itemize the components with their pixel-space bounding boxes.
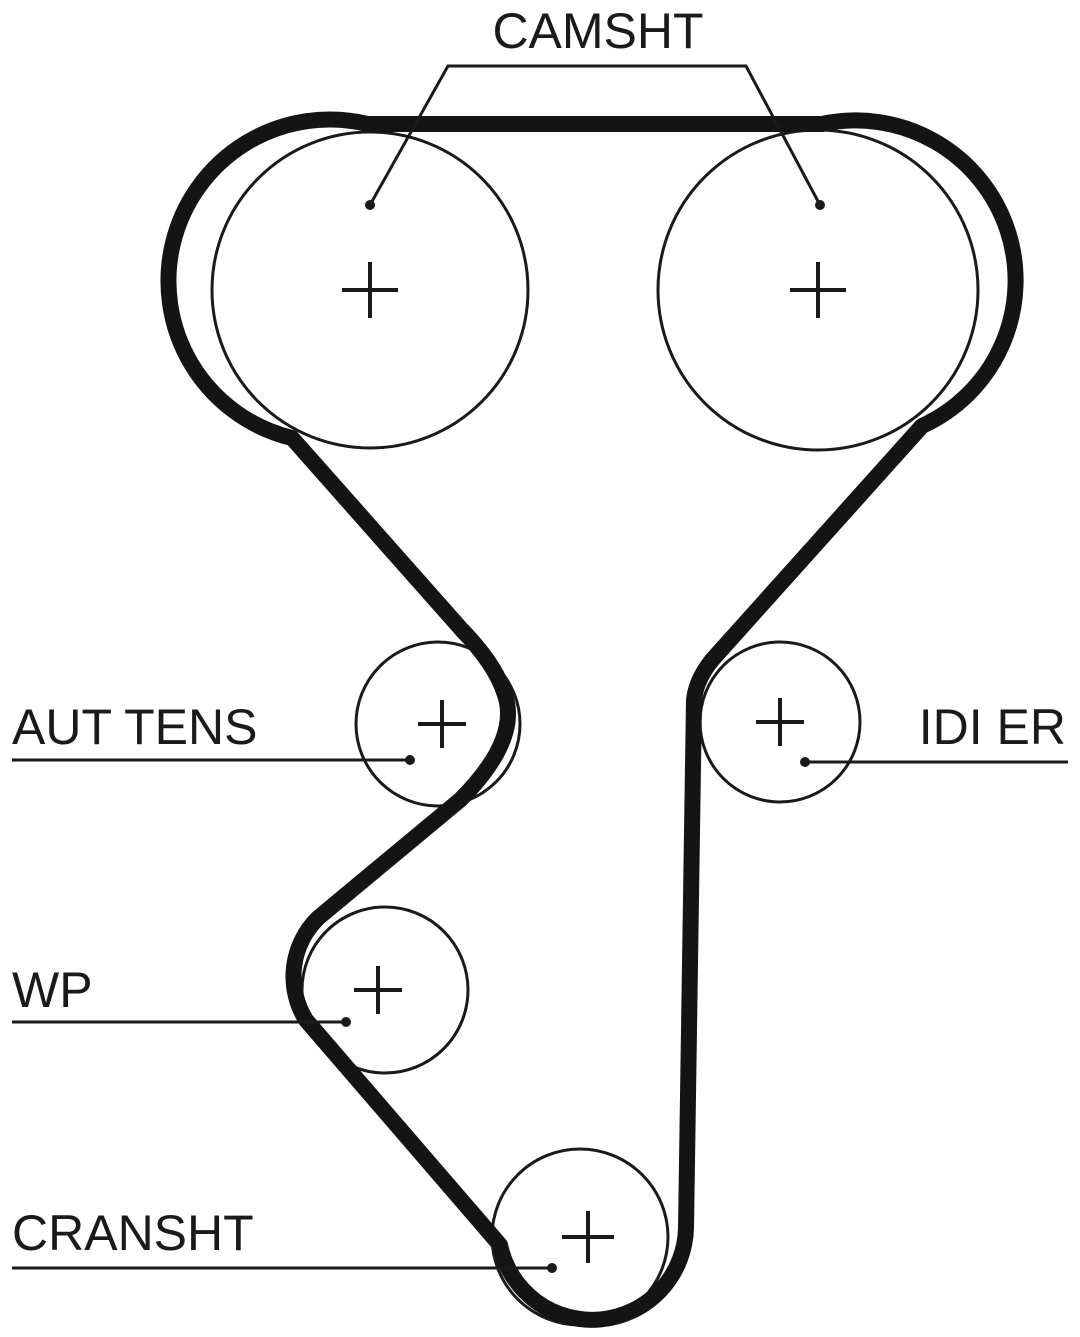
timing-belt bbox=[160, 111, 1024, 1328]
camshaft-pulley-left bbox=[210, 130, 530, 450]
crankshaft-marker-dot bbox=[547, 1263, 557, 1273]
auto-tensioner-pulley bbox=[354, 640, 522, 808]
camshaft-label: CAMSHT bbox=[492, 3, 703, 59]
camshaft-leader bbox=[368, 64, 822, 206]
camshaft-left-marker-dot bbox=[365, 200, 375, 210]
idler-marker-dot bbox=[800, 757, 810, 767]
water-pump-marker-dot bbox=[341, 1017, 351, 1027]
crankshaft-label: CRANSHT bbox=[12, 1205, 254, 1261]
idler-pulley bbox=[698, 640, 862, 804]
camshaft-pulley-right bbox=[656, 128, 980, 452]
water-pump-label: WP bbox=[12, 962, 93, 1018]
auto-tensioner-label: AUT TENS bbox=[12, 699, 257, 755]
idler-label: IDI ER bbox=[919, 699, 1066, 755]
camshaft-right-marker-dot bbox=[815, 200, 825, 210]
auto-tensioner-marker-dot bbox=[405, 755, 415, 765]
